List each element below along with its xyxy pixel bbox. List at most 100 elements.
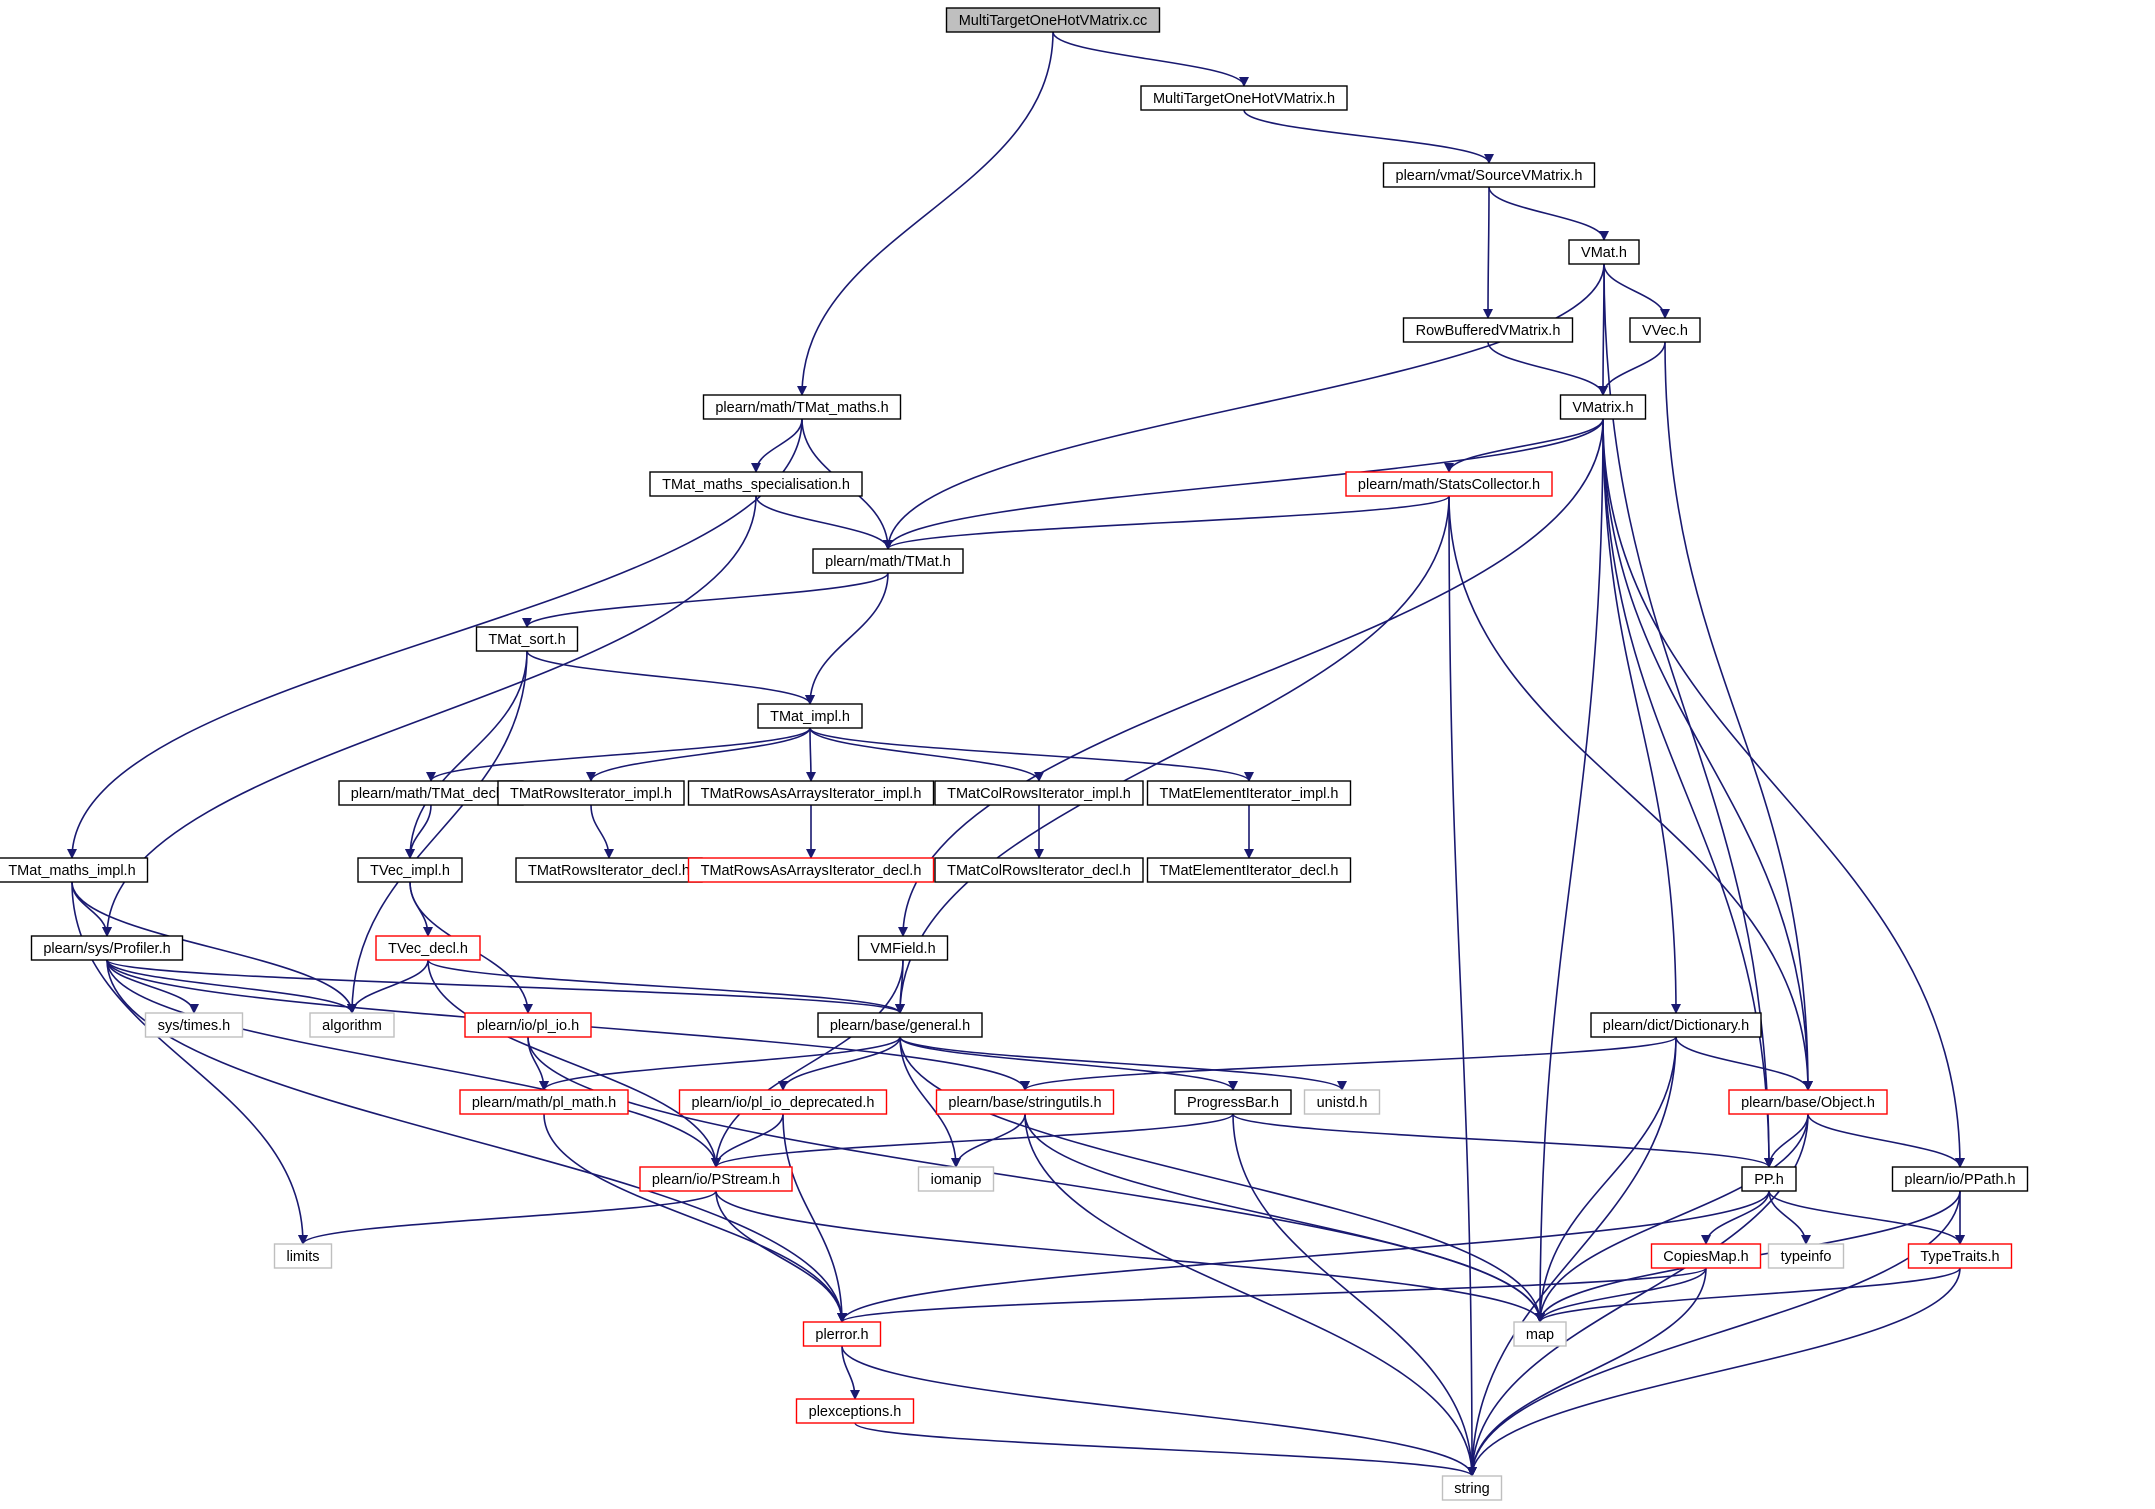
node-box[interactable]	[309, 1012, 395, 1038]
node-box[interactable]	[1568, 239, 1640, 265]
node-box[interactable]	[817, 1012, 983, 1038]
node-ppath[interactable]: plearn/io/PPath.h	[1891, 1166, 2029, 1192]
node-tmimpl[interactable]: TMat_maths_impl.h	[0, 857, 149, 883]
node-box[interactable]	[1891, 1166, 2029, 1192]
node-tmat[interactable]: plearn/math/TMat.h	[812, 548, 964, 574]
node-tradecl[interactable]: TMatRowsAsArraysIterator_decl.h	[687, 857, 935, 883]
node-tsort[interactable]: TMat_sort.h	[475, 626, 579, 652]
node-box[interactable]	[757, 703, 863, 729]
node-box[interactable]	[144, 1012, 244, 1038]
node-tcidecl[interactable]: TMatColRowsIterator_decl.h	[934, 857, 1144, 883]
node-box[interactable]	[812, 548, 964, 574]
node-box[interactable]	[1174, 1089, 1292, 1115]
edge-copiesmap-to-plerror	[837, 1267, 1707, 1323]
node-box[interactable]	[935, 1089, 1115, 1115]
node-box[interactable]	[497, 780, 685, 806]
node-limits[interactable]: limits	[273, 1243, 333, 1269]
node-plexc[interactable]: plexceptions.h	[795, 1398, 915, 1424]
node-timpl[interactable]: TMat_impl.h	[757, 703, 863, 729]
node-vmat[interactable]: VMat.h	[1568, 239, 1640, 265]
node-object[interactable]: plearn/base/Object.h	[1728, 1089, 1888, 1115]
node-vmfield[interactable]: VMField.h	[857, 935, 949, 961]
node-tdecl[interactable]: plearn/math/TMat_decl.h	[338, 780, 524, 806]
node-box[interactable]	[649, 471, 863, 497]
node-box[interactable]	[464, 1012, 592, 1038]
node-box[interactable]	[802, 1321, 882, 1347]
node-box[interactable]	[1907, 1243, 2013, 1269]
node-box[interactable]	[1629, 317, 1701, 343]
node-box[interactable]	[1345, 471, 1553, 497]
node-box[interactable]	[702, 394, 902, 420]
node-triimpl[interactable]: TMatRowsIterator_impl.h	[497, 780, 685, 806]
node-box[interactable]	[30, 935, 184, 961]
node-progress[interactable]: ProgressBar.h	[1174, 1089, 1292, 1115]
node-tvdecl[interactable]: TVec_decl.h	[375, 935, 481, 961]
node-unistd[interactable]: unistd.h	[1303, 1089, 1381, 1115]
node-stats[interactable]: plearn/math/StatsCollector.h	[1345, 471, 1553, 497]
node-box[interactable]	[1650, 1243, 1762, 1269]
node-map[interactable]: map	[1513, 1321, 1567, 1347]
node-box[interactable]	[678, 1089, 888, 1115]
node-box[interactable]	[1382, 162, 1596, 188]
node-typeinfo[interactable]: typeinfo	[1767, 1243, 1845, 1269]
node-box[interactable]	[1402, 317, 1574, 343]
node-typetraits[interactable]: TypeTraits.h	[1907, 1243, 2013, 1269]
node-string[interactable]: string	[1441, 1475, 1503, 1501]
node-box[interactable]	[273, 1243, 333, 1269]
node-vmatrix[interactable]: VMatrix.h	[1559, 394, 1647, 420]
node-tmaths[interactable]: plearn/math/TMat_maths.h	[702, 394, 902, 420]
node-pp[interactable]: PP.h	[1741, 1166, 1797, 1192]
node-box[interactable]	[1146, 780, 1352, 806]
node-box[interactable]	[1559, 394, 1647, 420]
node-box[interactable]	[475, 626, 579, 652]
node-box[interactable]	[934, 857, 1144, 883]
node-box[interactable]	[1441, 1475, 1503, 1501]
node-strutils[interactable]: plearn/base/stringutils.h	[935, 1089, 1115, 1115]
node-vvec[interactable]: VVec.h	[1629, 317, 1701, 343]
node-box[interactable]	[357, 857, 463, 883]
node-box[interactable]	[795, 1398, 915, 1424]
node-box[interactable]	[1140, 85, 1348, 111]
node-box[interactable]	[1590, 1012, 1762, 1038]
node-box[interactable]	[515, 857, 703, 883]
node-tciimpl[interactable]: TMatColRowsIterator_impl.h	[934, 780, 1144, 806]
node-box[interactable]	[917, 1166, 995, 1192]
node-tvimpl[interactable]: TVec_impl.h	[357, 857, 463, 883]
node-iomanip[interactable]: iomanip	[917, 1166, 995, 1192]
node-mtohv[interactable]: MultiTargetOneHotVMatrix.h	[1140, 85, 1348, 111]
node-teidecl[interactable]: TMatElementIterator_decl.h	[1146, 857, 1352, 883]
node-box[interactable]	[1741, 1166, 1797, 1192]
node-systimes[interactable]: sys/times.h	[144, 1012, 244, 1038]
node-box[interactable]	[687, 857, 935, 883]
node-plmath[interactable]: plearn/math/pl_math.h	[459, 1089, 629, 1115]
node-box[interactable]	[1146, 857, 1352, 883]
node-box[interactable]	[0, 857, 149, 883]
node-pstream[interactable]: plearn/io/PStream.h	[639, 1166, 793, 1192]
node-box[interactable]	[945, 7, 1161, 33]
node-plerror[interactable]: plerror.h	[802, 1321, 882, 1347]
node-traimpl[interactable]: TMatRowsAsArraysIterator_impl.h	[687, 780, 935, 806]
node-box[interactable]	[1767, 1243, 1845, 1269]
node-box[interactable]	[1513, 1321, 1567, 1347]
node-svm[interactable]: plearn/vmat/SourceVMatrix.h	[1382, 162, 1596, 188]
node-rbvm[interactable]: RowBufferedVMatrix.h	[1402, 317, 1574, 343]
node-algorithm[interactable]: algorithm	[309, 1012, 395, 1038]
node-box[interactable]	[934, 780, 1144, 806]
node-box[interactable]	[639, 1166, 793, 1192]
node-pliodep[interactable]: plearn/io/pl_io_deprecated.h	[678, 1089, 888, 1115]
node-box[interactable]	[1728, 1089, 1888, 1115]
node-tridecl[interactable]: TMatRowsIterator_decl.h	[515, 857, 703, 883]
node-box[interactable]	[459, 1089, 629, 1115]
node-profiler[interactable]: plearn/sys/Profiler.h	[30, 935, 184, 961]
node-copiesmap[interactable]: CopiesMap.h	[1650, 1243, 1762, 1269]
node-root[interactable]: MultiTargetOneHotVMatrix.cc	[945, 7, 1161, 33]
node-teiimpl[interactable]: TMatElementIterator_impl.h	[1146, 780, 1352, 806]
node-plio[interactable]: plearn/io/pl_io.h	[464, 1012, 592, 1038]
node-box[interactable]	[375, 935, 481, 961]
node-box[interactable]	[857, 935, 949, 961]
node-general[interactable]: plearn/base/general.h	[817, 1012, 983, 1038]
node-box[interactable]	[1303, 1089, 1381, 1115]
node-box[interactable]	[687, 780, 935, 806]
node-tmspec[interactable]: TMat_maths_specialisation.h	[649, 471, 863, 497]
node-dict[interactable]: plearn/dict/Dictionary.h	[1590, 1012, 1762, 1038]
